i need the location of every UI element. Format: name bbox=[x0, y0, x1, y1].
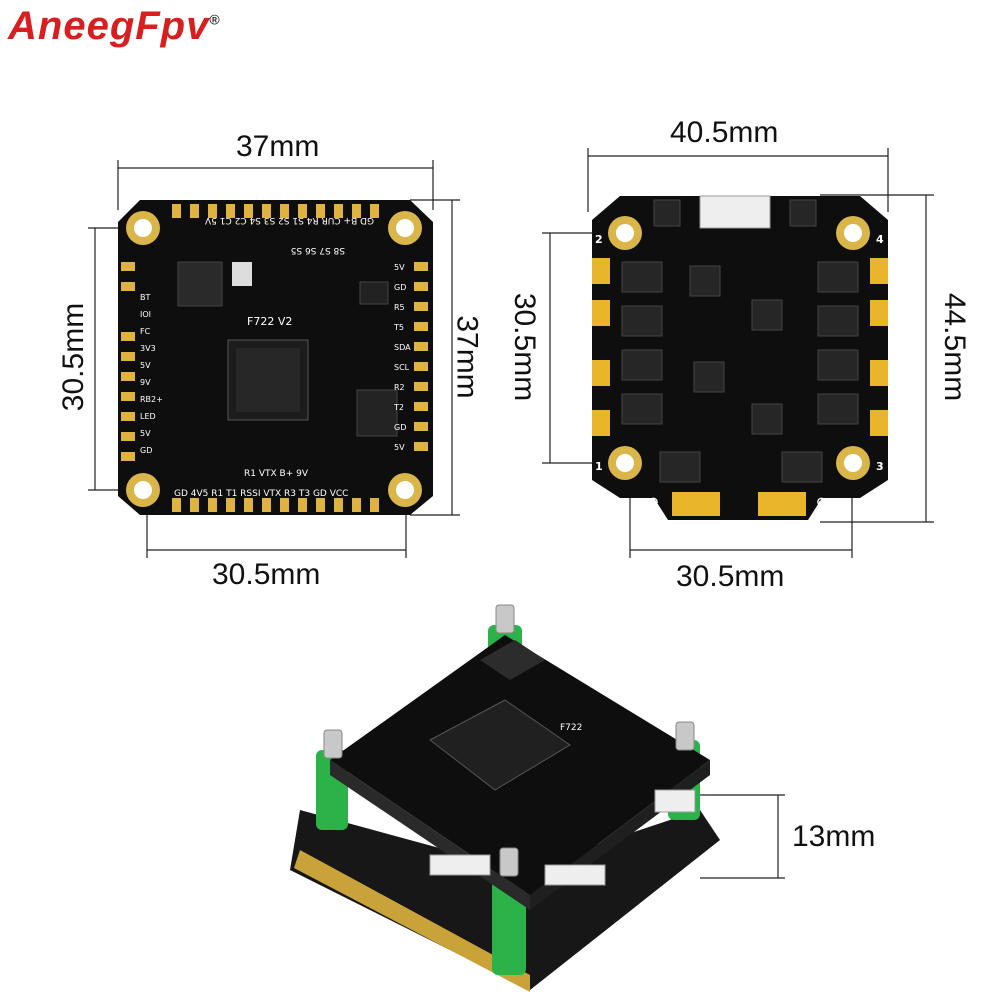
fc-left-label: GD bbox=[140, 446, 152, 455]
esc-corner-3: 3 bbox=[876, 460, 884, 473]
fc-left-label: 9V bbox=[140, 378, 151, 387]
stack-dimension-lines bbox=[700, 794, 785, 879]
fc-board: F722 V2 GD B+ CUR R4 S1 S2 S3 S4 C2 C1 5… bbox=[118, 200, 433, 515]
fc-left-label: 3V3 bbox=[140, 344, 156, 353]
fc-right-label: GD bbox=[394, 423, 406, 432]
fc-left-label: 5V bbox=[140, 361, 151, 370]
esc-dim-right: 44.5mm bbox=[938, 292, 972, 402]
esc-dim-left: 30.5mm bbox=[508, 292, 542, 402]
fc-right-label: T5 bbox=[393, 323, 404, 332]
fc-left-label: BT bbox=[140, 293, 150, 302]
fc-left-label: RB2+ bbox=[140, 395, 163, 404]
brand-name: AneegFpv bbox=[8, 4, 210, 48]
fc-right-label: GD bbox=[394, 283, 406, 292]
fc-left-pads bbox=[121, 262, 135, 461]
fc-dim-right: 37mm bbox=[450, 315, 484, 399]
fc-bottom-pads bbox=[172, 498, 379, 512]
fc-left-label: IOI bbox=[140, 310, 151, 319]
fc-mount-holes bbox=[126, 211, 422, 507]
fc-left-label: 5V bbox=[140, 429, 151, 438]
esc-dimension-lines bbox=[542, 148, 934, 558]
stack-fc-label: F722 bbox=[560, 723, 582, 733]
fc-left-label: FC bbox=[140, 327, 151, 336]
esc-corner-4: 4 bbox=[876, 233, 884, 246]
stack-screws bbox=[323, 604, 695, 877]
fc-bottom-labels-2: GD 4V5 R1 T1 RSSI VTX R3 T3 GD VCC bbox=[174, 489, 348, 499]
esc-negative-symbol: ⊖ bbox=[648, 495, 659, 510]
fc-esc-stack: F722 bbox=[290, 604, 720, 992]
registered-mark: ® bbox=[209, 11, 221, 28]
fc-right-label: SDA bbox=[394, 343, 411, 352]
fc-right-pads bbox=[414, 262, 428, 451]
esc-connector bbox=[699, 195, 771, 229]
fc-right-label: T2 bbox=[393, 403, 404, 412]
esc-positive-symbol: ⊕ bbox=[816, 495, 827, 510]
esc-mount-holes bbox=[608, 216, 870, 480]
fc-dim-left: 30.5mm bbox=[57, 302, 91, 412]
stack-dim-height: 13mm bbox=[792, 820, 876, 853]
esc-dim-top: 40.5mm bbox=[670, 116, 779, 149]
esc-mosfets bbox=[621, 199, 859, 483]
fc-top-pad-labels: GD B+ CUR R4 S1 S2 S3 S4 C2 C1 5V bbox=[204, 215, 374, 225]
brand-logo: AneegFpv® bbox=[8, 4, 221, 49]
fc-chips bbox=[177, 261, 398, 437]
fc-right-label: R2 bbox=[394, 383, 405, 392]
fc-right-label: 5V bbox=[394, 443, 405, 452]
fc-bottom-labels-1: R1 VTX B+ 9V bbox=[244, 469, 309, 479]
fc-dim-top: 37mm bbox=[236, 130, 320, 163]
esc-corner-1: 1 bbox=[595, 460, 603, 473]
esc-dim-bottom: 30.5mm bbox=[676, 560, 785, 593]
fc-top-sub-labels: S8 S7 S6 S5 bbox=[291, 245, 345, 255]
fc-right-label: R5 bbox=[394, 303, 405, 312]
fc-right-label: SCL bbox=[394, 363, 410, 372]
fc-top-pads bbox=[172, 204, 379, 218]
fc-dim-bottom: 30.5mm bbox=[212, 558, 321, 591]
esc-board: 2 4 1 3 ⊖ ⊕ bbox=[592, 195, 888, 520]
esc-corner-2: 2 bbox=[595, 233, 603, 246]
fc-left-label: LED bbox=[140, 412, 156, 421]
fc-right-label: 5V bbox=[394, 263, 405, 272]
fc-board-label: F722 V2 bbox=[247, 315, 292, 328]
esc-side-pads bbox=[592, 258, 888, 516]
